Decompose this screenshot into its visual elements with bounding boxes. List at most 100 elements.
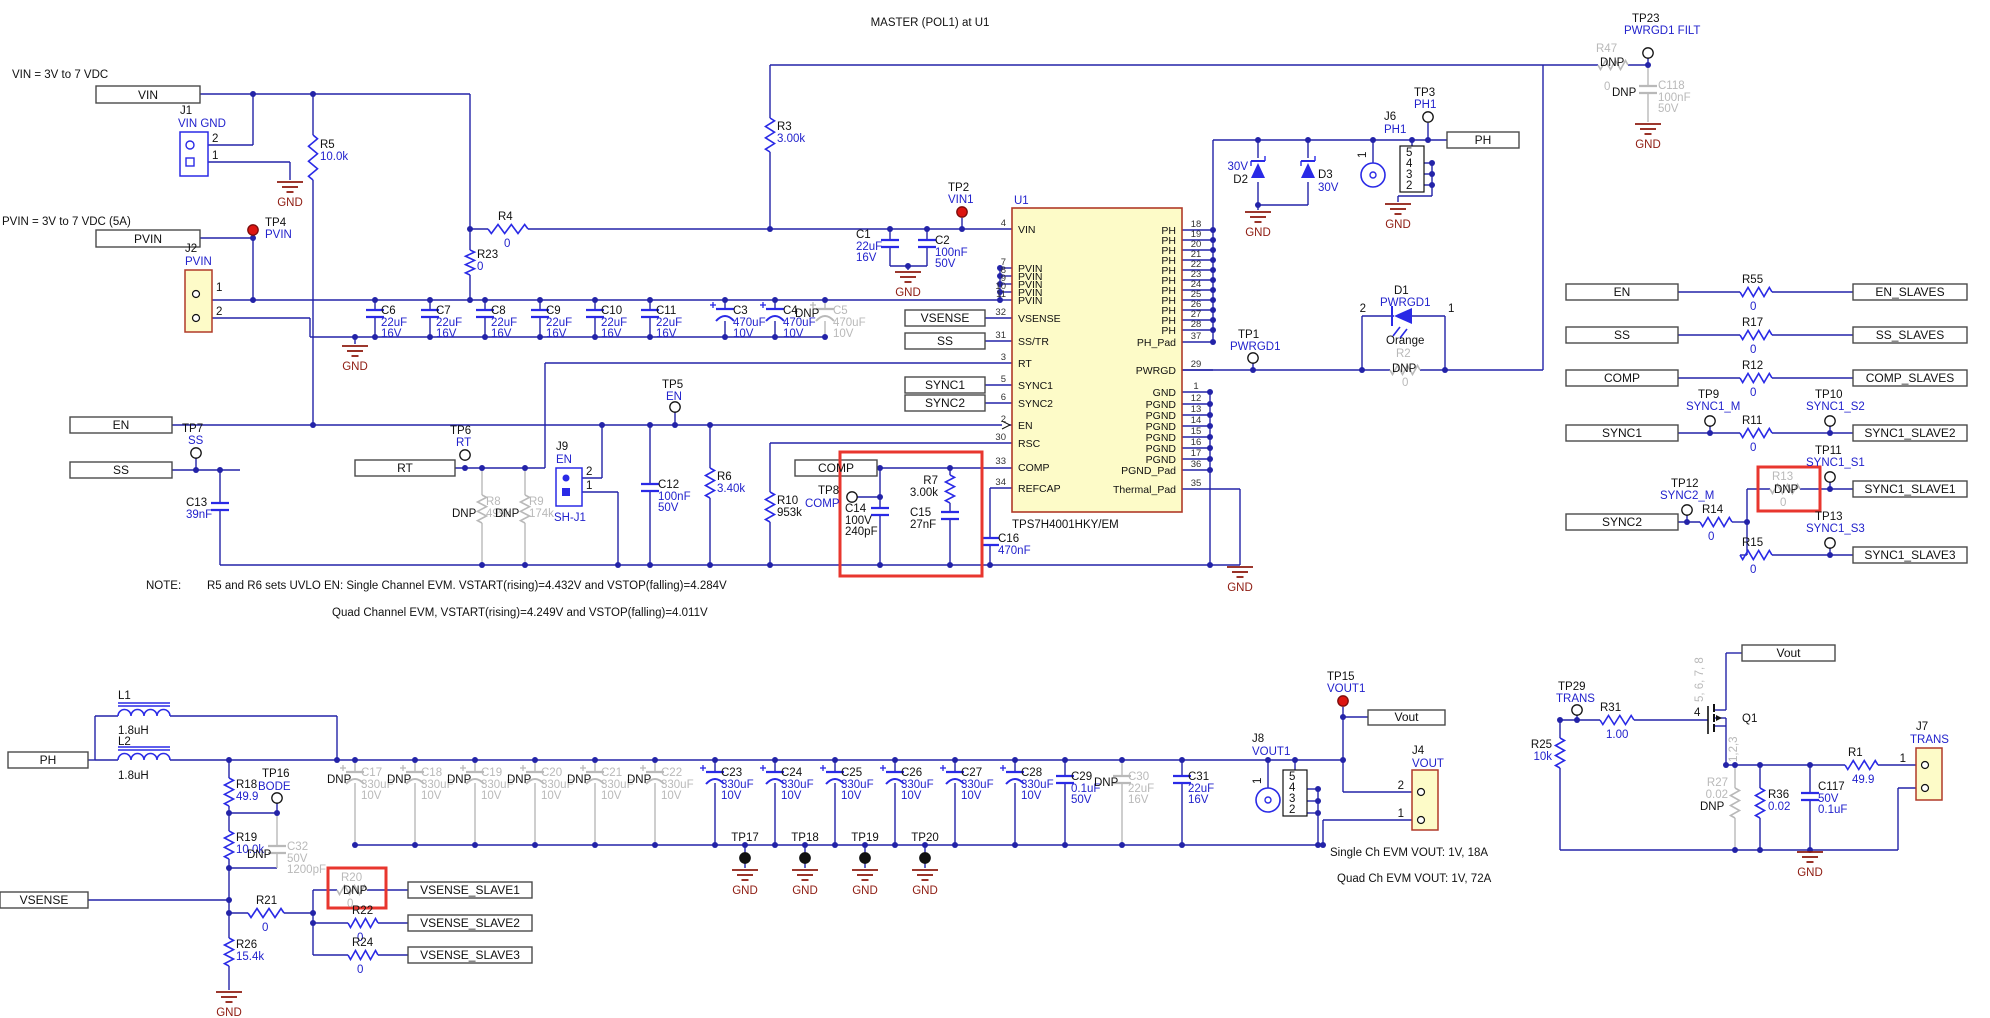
J2-connector[interactable] bbox=[184, 269, 213, 333]
cap-plates bbox=[460, 765, 485, 785]
netbox-comp_slaves[interactable] bbox=[1852, 369, 1968, 387]
netbox-vsense[interactable] bbox=[0, 891, 89, 909]
TP12-testpoint[interactable] bbox=[1681, 504, 1693, 516]
netbox-sync1_slave2[interactable] bbox=[1852, 424, 1968, 442]
label-testpoints-tp11-net: SYNC1_S1 bbox=[1806, 457, 1865, 469]
gnd-symbol bbox=[912, 869, 938, 881]
gnd-symbol bbox=[1635, 123, 1661, 135]
netbox-vsense_slave2[interactable] bbox=[407, 914, 533, 932]
TP15-testpoint[interactable] bbox=[1337, 695, 1349, 707]
J9-connector[interactable] bbox=[555, 467, 583, 507]
label-gnd: GND bbox=[1245, 227, 1271, 239]
netbox-ss[interactable] bbox=[69, 461, 173, 479]
label-components-r26-r: R26 bbox=[236, 939, 257, 951]
label-components-c11-r: C11 bbox=[656, 305, 676, 317]
netbox-comp[interactable] bbox=[1565, 369, 1679, 387]
R7-resistor bbox=[943, 474, 957, 504]
netbox-vsense_slave1[interactable] bbox=[407, 881, 533, 899]
TP6-testpoint[interactable] bbox=[459, 449, 471, 461]
TP13-testpoint[interactable] bbox=[1824, 537, 1836, 549]
netbox-pvin[interactable] bbox=[95, 229, 201, 248]
TP20-testpoint[interactable] bbox=[919, 852, 931, 864]
netbox-ss[interactable] bbox=[1565, 326, 1679, 344]
cap-plates bbox=[918, 238, 936, 249]
J4-connector[interactable] bbox=[1411, 769, 1439, 831]
TP16-testpoint[interactable] bbox=[271, 792, 283, 804]
label-u1-right_pins-14-num: 12 bbox=[1191, 393, 1202, 404]
TP3-testpoint[interactable] bbox=[1422, 111, 1434, 123]
R31-resistor bbox=[1599, 713, 1635, 727]
R20-resistor bbox=[336, 883, 368, 897]
label-connectors-j8-r: J8 bbox=[1252, 733, 1264, 745]
TP18-testpoint[interactable] bbox=[799, 852, 811, 864]
netbox-en_slaves[interactable] bbox=[1852, 283, 1968, 301]
netbox-ph[interactable] bbox=[1446, 131, 1520, 149]
label-dnp: DNP bbox=[1094, 777, 1119, 789]
netbox-vin[interactable] bbox=[95, 85, 201, 104]
netbox-vout[interactable] bbox=[1367, 709, 1446, 726]
TP8-testpoint[interactable] bbox=[846, 491, 858, 503]
cap-plates bbox=[940, 765, 965, 785]
TP29-testpoint[interactable] bbox=[1571, 704, 1583, 716]
cap-plates bbox=[520, 765, 545, 785]
TP4-testpoint[interactable] bbox=[247, 224, 259, 236]
netbox-en[interactable] bbox=[69, 416, 173, 434]
label-dnp: DNP bbox=[1600, 57, 1625, 69]
cap-plates bbox=[476, 308, 494, 319]
red-highlight-box bbox=[838, 450, 984, 578]
TP7-testpoint[interactable] bbox=[190, 447, 202, 459]
label-components-c1-r: C1 bbox=[856, 229, 871, 241]
TP17-testpoint[interactable] bbox=[739, 852, 751, 864]
label-nets-comp: COMP bbox=[1604, 371, 1640, 385]
label-u1-right_pins-5-num: 23 bbox=[1191, 269, 1202, 280]
netbox-sync1_slave1[interactable] bbox=[1852, 480, 1968, 498]
netbox-sync1_slave3[interactable] bbox=[1852, 546, 1968, 564]
TP11-testpoint[interactable] bbox=[1824, 471, 1836, 483]
label-components-r3-r: R3 bbox=[777, 121, 792, 133]
J8-sma-connector[interactable] bbox=[1255, 769, 1308, 817]
label-connectors-j2-p-1: 2 bbox=[216, 306, 222, 318]
netbox-en[interactable] bbox=[1565, 283, 1679, 301]
netbox-sync1[interactable] bbox=[904, 376, 986, 394]
netbox-sync1[interactable] bbox=[1565, 424, 1679, 442]
netbox-vsense[interactable] bbox=[904, 309, 986, 327]
label-components-r17-r: R17 bbox=[1742, 317, 1763, 329]
TP10-testpoint[interactable] bbox=[1824, 415, 1836, 427]
netbox-vout[interactable] bbox=[1741, 644, 1836, 662]
TP9-testpoint[interactable] bbox=[1704, 415, 1716, 427]
label-components-c24-v2: 10V bbox=[781, 790, 802, 802]
label-components-c8-r: C8 bbox=[491, 305, 506, 317]
J1-connector[interactable] bbox=[179, 131, 209, 177]
netbox-vsense_slave3[interactable] bbox=[407, 946, 533, 964]
netbox-rt[interactable] bbox=[354, 459, 456, 477]
J6-sma-connector[interactable] bbox=[1360, 145, 1425, 193]
cap-plates bbox=[421, 308, 439, 319]
tp19-pad bbox=[859, 852, 871, 864]
TP23-testpoint[interactable] bbox=[1642, 47, 1654, 59]
label-u1-right_pins-9-num: 27 bbox=[1191, 309, 1202, 320]
label-u1-right_pins-18-num: 16 bbox=[1191, 437, 1202, 448]
label-nets-ss: SS bbox=[937, 334, 953, 348]
netbox-ss_slaves[interactable] bbox=[1852, 326, 1968, 344]
label-u1-right_pins-0-name: PH bbox=[1161, 225, 1176, 237]
label-u1-left_pins-11-num: 2 bbox=[1001, 414, 1006, 425]
TP19-testpoint[interactable] bbox=[859, 852, 871, 864]
netbox-sync2[interactable] bbox=[1565, 513, 1679, 531]
label-nets-sync1: SYNC1 bbox=[925, 378, 965, 392]
tp17-pad bbox=[739, 852, 751, 864]
TP5-testpoint[interactable] bbox=[669, 401, 681, 413]
label-components-c117-r: C117 bbox=[1818, 781, 1845, 793]
U1-ic[interactable] bbox=[1001, 207, 1183, 513]
netbox-ss[interactable] bbox=[904, 332, 986, 350]
J7-connector[interactable] bbox=[1915, 747, 1943, 801]
gnd-symbol bbox=[792, 869, 818, 881]
R8-resistor bbox=[475, 494, 489, 524]
TP2-testpoint[interactable] bbox=[956, 206, 968, 218]
cap-plates bbox=[941, 510, 959, 521]
label-nets-vout: Vout bbox=[1776, 646, 1801, 660]
netbox-ph[interactable] bbox=[7, 751, 89, 769]
netbox-comp[interactable] bbox=[794, 459, 878, 477]
netbox-sync2[interactable] bbox=[904, 394, 986, 412]
TP1-testpoint[interactable] bbox=[1247, 352, 1259, 364]
